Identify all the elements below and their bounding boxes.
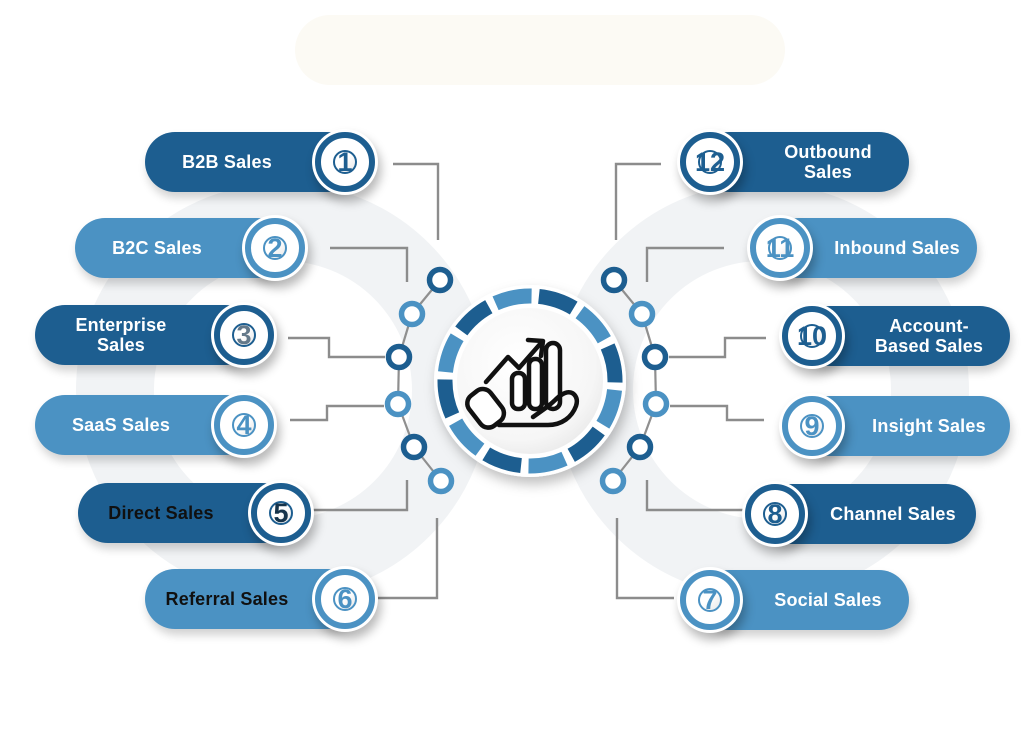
badge-ring: 5 xyxy=(251,483,311,543)
node-badge-5: 5 xyxy=(248,480,314,546)
bead-chain-right xyxy=(599,266,670,495)
connector-item-7 xyxy=(615,518,674,600)
node-label: Insight Sales xyxy=(872,415,986,436)
connector-item-2 xyxy=(330,246,409,282)
node-label: Inbound Sales xyxy=(834,237,960,258)
node-badge-12: 12 xyxy=(677,129,743,195)
node-badge-1: 1 xyxy=(312,129,378,195)
bead-circle xyxy=(641,343,669,371)
badge-ring: 2 xyxy=(245,218,305,278)
connector-lines xyxy=(288,162,766,600)
bead-circle xyxy=(426,266,454,294)
bead-circle xyxy=(400,433,428,461)
node-number: 6 xyxy=(337,583,353,614)
node-number: 7 xyxy=(702,584,718,615)
node-number: 12 xyxy=(694,146,726,177)
node-number: 3 xyxy=(236,319,252,350)
badge-ring: 11 xyxy=(750,218,810,278)
node-label: Referral Sales xyxy=(165,588,289,609)
connector-item-3 xyxy=(288,336,385,359)
bead-circle xyxy=(398,300,426,328)
badge-inner: 6 xyxy=(333,584,357,614)
badge-inner: 11 xyxy=(766,233,795,263)
badge-inner: 12 xyxy=(695,147,725,177)
connector-item-4 xyxy=(290,404,384,422)
node-number: 11 xyxy=(765,232,795,263)
connector-item-9 xyxy=(670,404,764,422)
badge-ring: 7 xyxy=(680,570,740,630)
growth-arrow-icon xyxy=(483,337,546,385)
bar-chart-icon xyxy=(509,340,563,412)
node-badge-7: 7 xyxy=(677,567,743,633)
node-label: Social Sales xyxy=(774,589,882,610)
top-faded-title-blob xyxy=(295,15,785,85)
badge-inner: 3 xyxy=(232,320,256,350)
ring-dark-segments xyxy=(437,288,623,474)
badge-inner: 4 xyxy=(232,410,256,440)
node-number: 9 xyxy=(804,410,820,441)
badge-ring: 8 xyxy=(745,484,805,544)
connector-item-10 xyxy=(669,336,766,359)
badge-ring: 6 xyxy=(315,569,375,629)
bead-circle xyxy=(600,266,628,294)
badge-ring: 1 xyxy=(315,132,375,192)
node-label: Enterprise Sales xyxy=(75,314,167,355)
growth-hand-icon xyxy=(465,337,579,430)
bead-circle xyxy=(385,343,413,371)
bead-circle xyxy=(599,467,627,495)
node-badge-9: 9 xyxy=(779,393,845,459)
node-number: 8 xyxy=(767,498,783,529)
bead-circle xyxy=(626,433,654,461)
connector-item-5 xyxy=(300,480,409,512)
node-number: 5 xyxy=(273,497,289,528)
node-badge-11: 11 xyxy=(747,215,813,281)
node-label: Account-Based Sales xyxy=(874,315,984,356)
node-badge-6: 6 xyxy=(312,566,378,632)
hand-icon xyxy=(465,386,579,430)
bead-circle xyxy=(642,390,670,418)
connector-item-1 xyxy=(393,162,440,240)
node-label: SaaS Sales xyxy=(71,414,171,435)
badge-inner: 5 xyxy=(269,498,293,528)
node-badge-3: 3 xyxy=(211,302,277,368)
badge-inner: 10 xyxy=(797,321,827,351)
badge-ring: 4 xyxy=(214,395,274,455)
bead-chain-left xyxy=(384,266,455,495)
node-label: B2B Sales xyxy=(182,151,272,172)
bead-circle xyxy=(384,390,412,418)
node-number: 2 xyxy=(267,232,283,263)
node-badge-8: 8 xyxy=(742,481,808,547)
connector-item-8 xyxy=(645,480,754,512)
bead-circle xyxy=(427,467,455,495)
connector-item-12 xyxy=(614,162,661,240)
connector-item-6 xyxy=(378,518,439,600)
badge-inner: 9 xyxy=(800,411,824,441)
badge-ring: 12 xyxy=(680,132,740,192)
badge-ring: 10 xyxy=(782,306,842,366)
badge-inner: 1 xyxy=(333,147,357,177)
badge-ring: 3 xyxy=(214,305,274,365)
node-label: Channel Sales xyxy=(830,503,956,524)
node-label: Outbound Sales xyxy=(784,141,872,182)
segmented-ring xyxy=(437,288,623,474)
badge-inner: 2 xyxy=(263,233,287,263)
connector-item-11 xyxy=(645,246,724,282)
badge-ring: 9 xyxy=(782,396,842,456)
node-badge-4: 4 xyxy=(211,392,277,458)
node-number: 4 xyxy=(236,409,252,440)
center-emblem xyxy=(434,285,626,477)
badge-inner: 7 xyxy=(698,585,722,615)
node-label: B2C Sales xyxy=(112,237,202,258)
badge-inner: 8 xyxy=(763,499,787,529)
node-number: 1 xyxy=(337,146,353,177)
bead-circle xyxy=(628,300,656,328)
node-label: Direct Sales xyxy=(108,502,214,523)
node-badge-10: 10 xyxy=(779,303,845,369)
node-number: 10 xyxy=(796,320,828,351)
node-badge-2: 2 xyxy=(242,215,308,281)
